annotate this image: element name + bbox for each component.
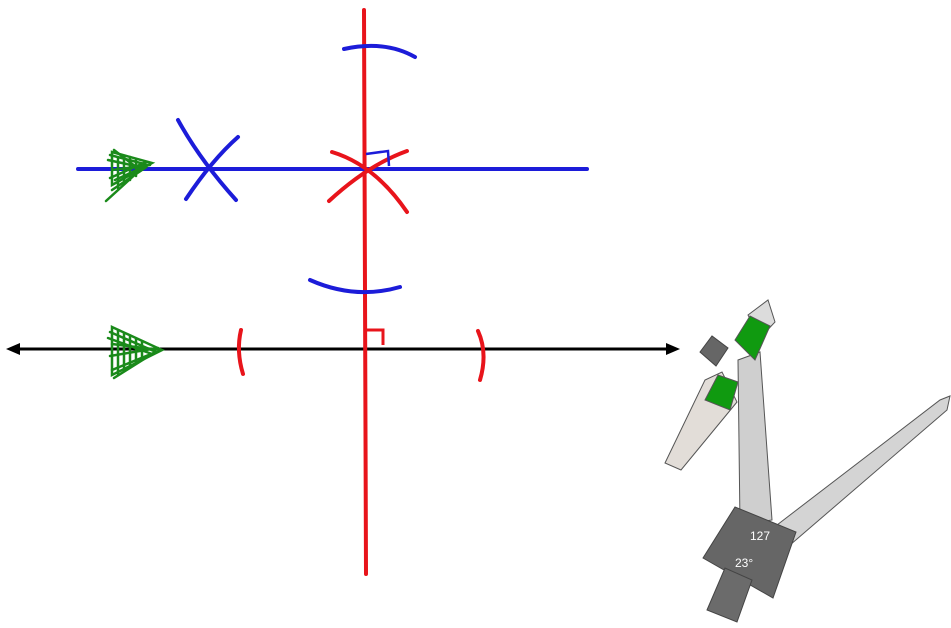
blue-arc-bottom (308, 278, 402, 295)
compass-knob (699, 335, 729, 367)
compass-pencil-leg (737, 351, 773, 526)
compass-reading: 127 (750, 529, 770, 543)
parallel-arrow-marker-icon-lower (106, 325, 165, 380)
blue-arc-top (342, 43, 417, 59)
base-line-right-arrowhead (666, 343, 680, 355)
red-arc-left (236, 328, 245, 376)
blue-cross-arc-1 (176, 118, 238, 202)
red-cross-arc-2 (327, 149, 409, 203)
base-line[interactable] (6, 343, 680, 355)
right-angle-mark-icon-upper (365, 149, 391, 167)
blue-cross-arc-2 (184, 135, 240, 201)
compass-holder-band (704, 374, 739, 411)
compass-tool-icon[interactable]: 127 23° (664, 299, 951, 623)
red-cross-arc-1 (330, 150, 409, 214)
red-arc-right (476, 329, 486, 382)
right-angle-mark-icon (366, 328, 385, 345)
parallel-arrow-marker-icon (104, 148, 156, 203)
compass-handle (706, 567, 753, 623)
base-line-left-arrowhead (6, 343, 20, 355)
compass-angle: 23° (735, 556, 753, 570)
compass-needle-leg (776, 395, 951, 546)
compass-pencil-band (734, 315, 771, 361)
